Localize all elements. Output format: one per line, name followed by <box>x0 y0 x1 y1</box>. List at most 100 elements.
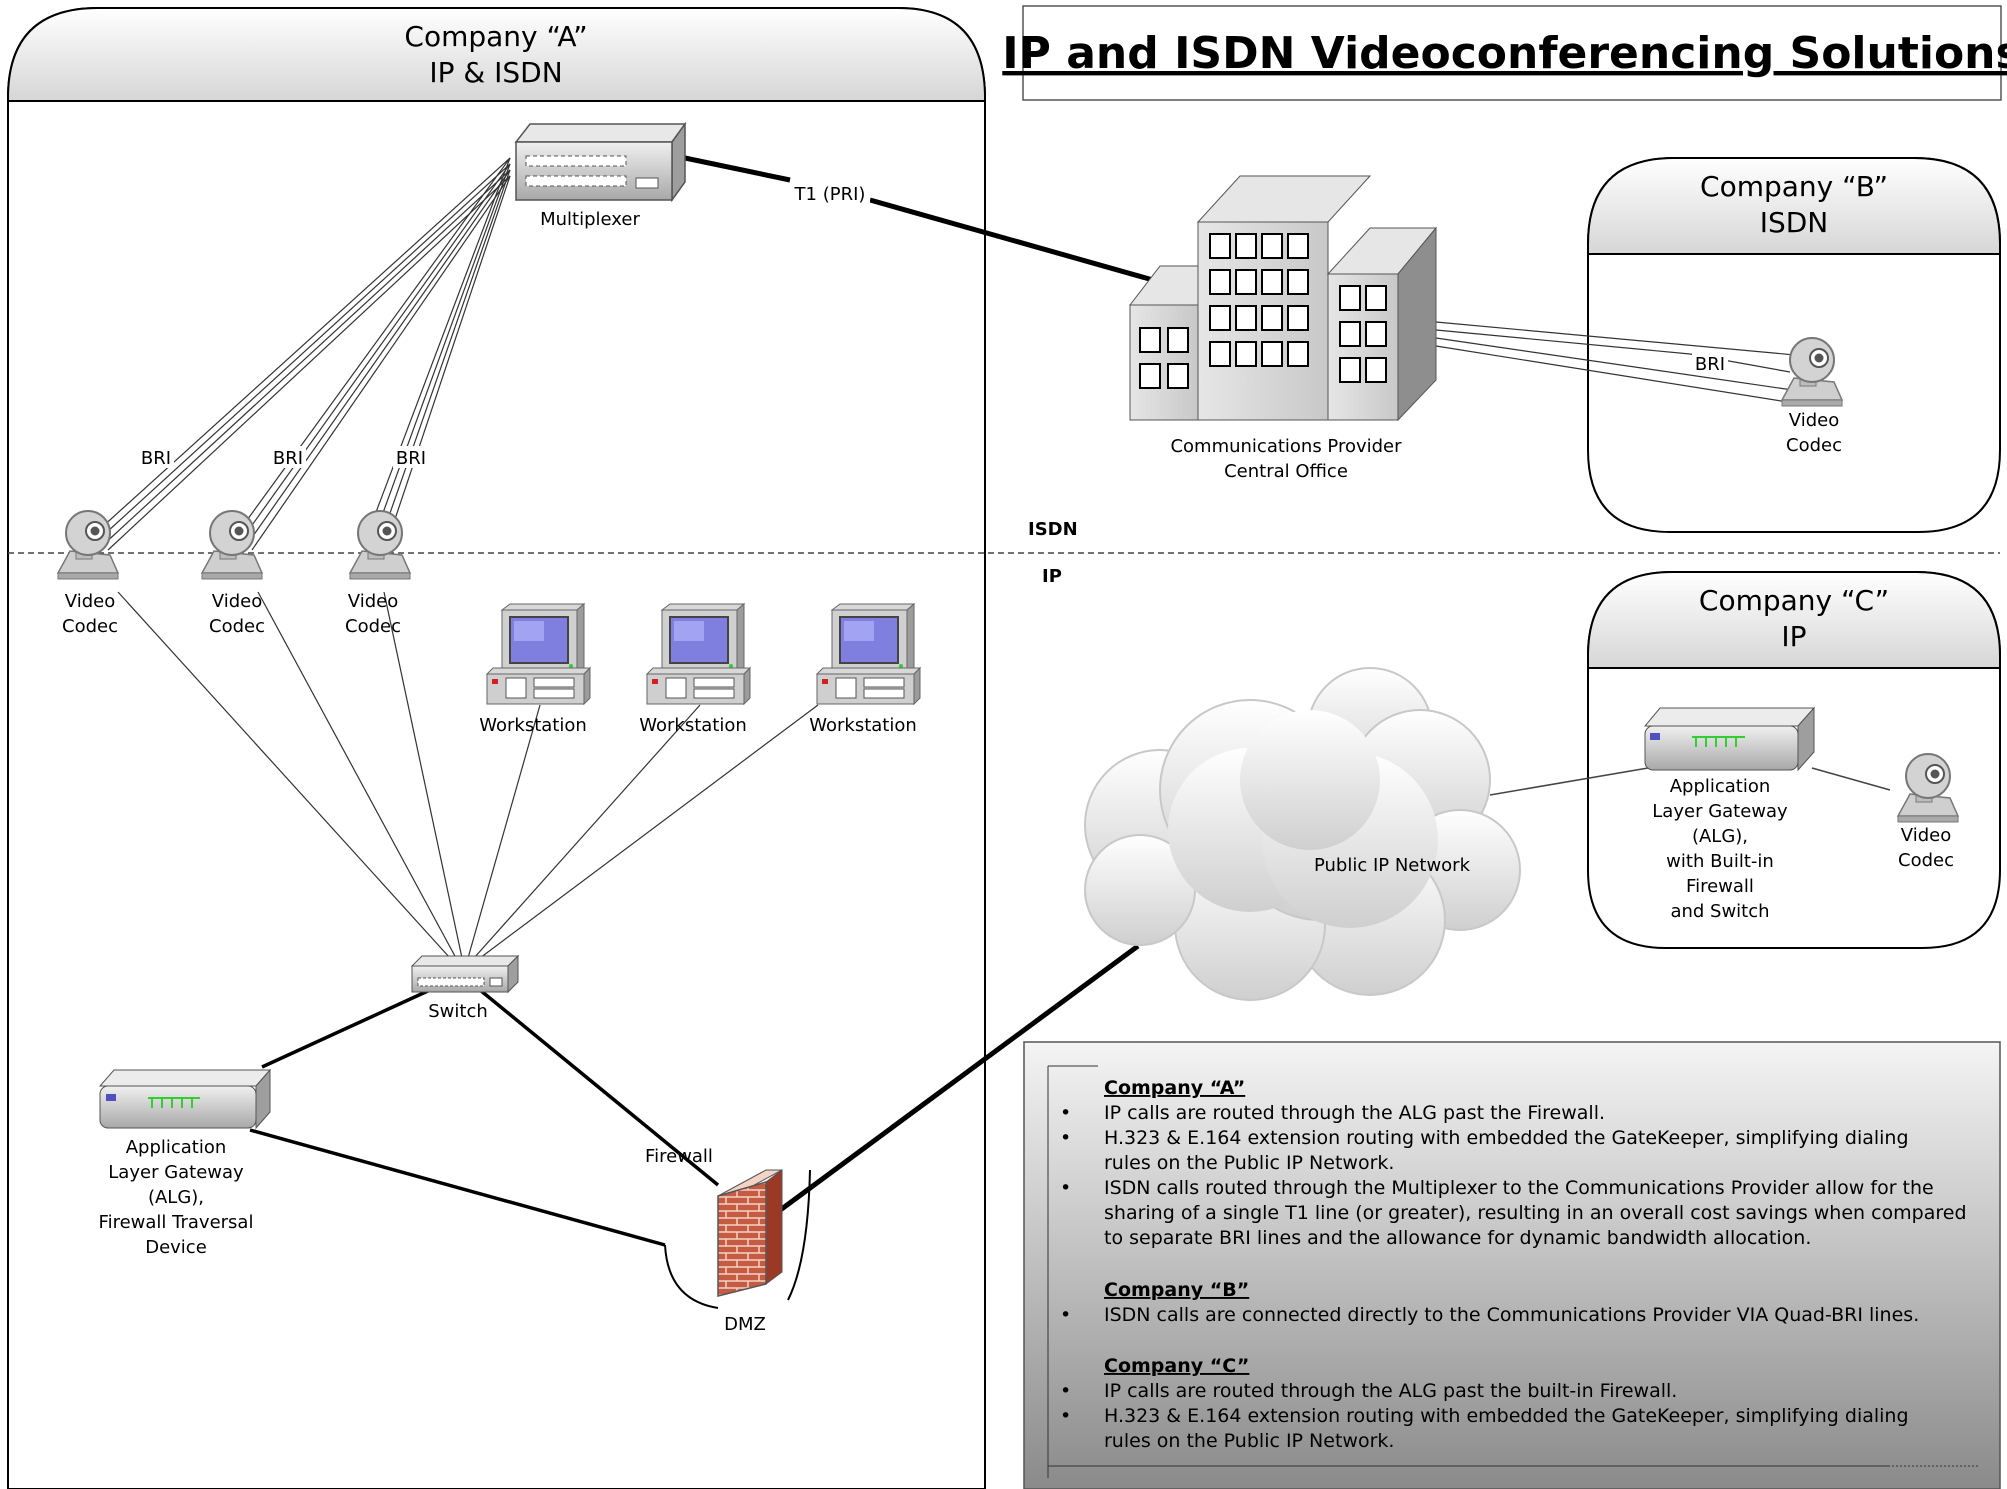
bri-label-b: BRI <box>1695 354 1725 375</box>
dmz-label: DMZ <box>724 1314 766 1335</box>
workstation-1-label: Workstation <box>479 715 587 736</box>
notes-heading-2: Company “B” <box>1104 1279 1249 1301</box>
page-title: IP and ISDN Videoconferencing Solutions <box>1002 28 2007 79</box>
notes-bullet: • <box>1060 1304 1071 1326</box>
alg-dmz-link <box>249 1128 666 1247</box>
bri-label-2: BRI <box>273 448 303 469</box>
notes-content: Company “A” • IP calls are routed through … <box>1060 1077 1967 1452</box>
alg-c-codec-link <box>1811 767 1891 791</box>
video-codec-a2-label-line2: Codec <box>209 616 265 637</box>
notes-item-line: H.323 & E.164 extension routing with emb… <box>1104 1127 1909 1149</box>
firewall-device[interactable]: Firewall DMZ <box>645 1146 783 1335</box>
company-a-title-line1: Company “A” <box>404 20 587 53</box>
video-codec-b-label-line2: Codec <box>1786 435 1842 456</box>
switch-alg-link <box>261 988 431 1069</box>
alg-a-label-line5: Device <box>145 1237 207 1258</box>
company-b-panel: Company “B” ISDN <box>1587 157 2001 533</box>
central-office-building[interactable]: Communications Provider Central Office <box>1128 175 1438 482</box>
alg-c-label-line2: Layer Gateway <box>1652 801 1788 822</box>
public-ip-network-label: Public IP Network <box>1314 855 1471 876</box>
cloud-alg-c-link <box>1489 767 1649 796</box>
alg-device-c[interactable]: Application Layer Gateway (ALG), with Bu… <box>1643 706 1816 922</box>
bri-bundle-2 <box>233 157 511 551</box>
alg-c-label-line6: and Switch <box>1670 901 1769 922</box>
company-a-title-line2: IP & ISDN <box>429 56 562 89</box>
isdn-zone-label: ISDN <box>1028 519 1078 540</box>
video-codec-b-label-line1: Video <box>1789 410 1839 431</box>
video-codec-b[interactable]: Video Codec <box>1781 337 1843 456</box>
notes-item-line: ISDN calls routed through the Multiplexe… <box>1104 1177 1934 1199</box>
alg-c-label-line5: Firewall <box>1686 876 1754 897</box>
notes-bullet: • <box>1060 1102 1071 1124</box>
video-codec-a3-label-line1: Video <box>348 591 398 612</box>
notes-heading-1: Company “A” <box>1104 1077 1245 1099</box>
firewall-label: Firewall <box>645 1146 713 1167</box>
alg-c-label-line3: (ALG), <box>1692 826 1748 847</box>
notes-item-line: IP calls are routed through the ALG past… <box>1104 1380 1677 1402</box>
building-windows <box>1139 233 1387 389</box>
bri-bundle-b <box>1435 321 1807 405</box>
ip-zone-label: IP <box>1042 566 1062 587</box>
video-codec-a1-label-line1: Video <box>65 591 115 612</box>
notes-item-line: to separate BRI lines and the allowance … <box>1104 1227 1811 1249</box>
video-codec-c[interactable]: Video Codec <box>1897 753 1959 871</box>
notes-heading-3: Company “C” <box>1104 1355 1249 1377</box>
public-ip-network-cloud[interactable]: Public IP Network <box>1084 667 1521 1001</box>
t1-link-label-group: T1 (PRI) <box>790 180 870 205</box>
company-b-title-line2: ISDN <box>1760 206 1829 239</box>
workstation-3-label: Workstation <box>809 715 917 736</box>
company-a-panel: Company “A” IP & ISDN <box>7 7 986 1489</box>
video-codec-a3-label-line2: Codec <box>345 616 401 637</box>
video-codec-a2-label-line1: Video <box>212 591 262 612</box>
alg-a-label-line3: (ALG), <box>148 1187 204 1208</box>
video-codec-a1[interactable]: Video Codec <box>57 510 119 637</box>
video-codec-a1-label-line2: Codec <box>62 616 118 637</box>
central-office-label-line2: Central Office <box>1224 461 1348 482</box>
firewall-cloud-link <box>758 943 1140 1228</box>
notes-bullet: • <box>1060 1405 1071 1427</box>
notes-bullet: • <box>1060 1127 1071 1149</box>
alg-a-label-line2: Layer Gateway <box>108 1162 244 1183</box>
bri-label-3: BRI <box>396 448 426 469</box>
bri-bundle-1 <box>89 157 511 551</box>
title-box: IP and ISDN Videoconferencing Solutions <box>1002 5 2007 101</box>
alg-c-leds <box>1692 736 1745 747</box>
company-b-title-line1: Company “B” <box>1700 170 1888 203</box>
workstation-2-label: Workstation <box>639 715 747 736</box>
notes-item-line: IP calls are routed through the ALG past… <box>1104 1102 1605 1124</box>
connections <box>89 155 1891 1309</box>
video-codec-a3[interactable]: Video Codec <box>345 510 411 637</box>
t1-link-label: T1 (PRI) <box>794 184 866 205</box>
alg-device-a[interactable]: Application Layer Gateway (ALG), Firewal… <box>99 1068 272 1258</box>
company-c-title-line1: Company “C” <box>1699 584 1889 617</box>
multiplexer-device[interactable]: Multiplexer <box>514 121 687 230</box>
multiplexer-label: Multiplexer <box>540 209 640 230</box>
alg-c-label-line4: with Built-in <box>1666 851 1774 872</box>
switch-label: Switch <box>428 1001 488 1022</box>
workstation-2[interactable]: Workstation <box>639 603 751 736</box>
notes-bullet: • <box>1060 1380 1071 1402</box>
notes-item-line: H.323 & E.164 extension routing with emb… <box>1104 1405 1909 1427</box>
video-codec-a2[interactable]: Video Codec <box>201 510 265 637</box>
bri-label-1: BRI <box>141 448 171 469</box>
switch-device[interactable]: Switch <box>410 954 520 1022</box>
notes-bullet: • <box>1060 1177 1071 1199</box>
alg-a-leds <box>148 1097 200 1108</box>
switch-firewall-link <box>478 988 720 1187</box>
alg-c-label-line1: Application <box>1670 776 1771 797</box>
notes-item-line: sharing of a single T1 line (or greater)… <box>1104 1202 1967 1224</box>
codec-switch-links <box>117 591 819 959</box>
notes-item-line: ISDN calls are connected directly to the… <box>1104 1304 1919 1326</box>
multiplexer-ports <box>525 155 659 189</box>
bri-labels-a: BRI BRI BRI <box>138 446 429 469</box>
t1-link-a <box>684 155 791 183</box>
notes-item-line: rules on the Public IP Network. <box>1104 1430 1394 1452</box>
t1-link-b <box>869 197 1161 285</box>
isdn-ip-divider: ISDN IP <box>8 519 2000 587</box>
notes-item-line: rules on the Public IP Network. <box>1104 1152 1394 1174</box>
workstation-1[interactable]: Workstation <box>479 603 591 736</box>
central-office-label-line1: Communications Provider <box>1170 436 1402 457</box>
dmz-arc-left <box>664 1244 719 1309</box>
company-c-title-line2: IP <box>1781 620 1806 653</box>
workstation-3[interactable]: Workstation <box>809 603 921 736</box>
